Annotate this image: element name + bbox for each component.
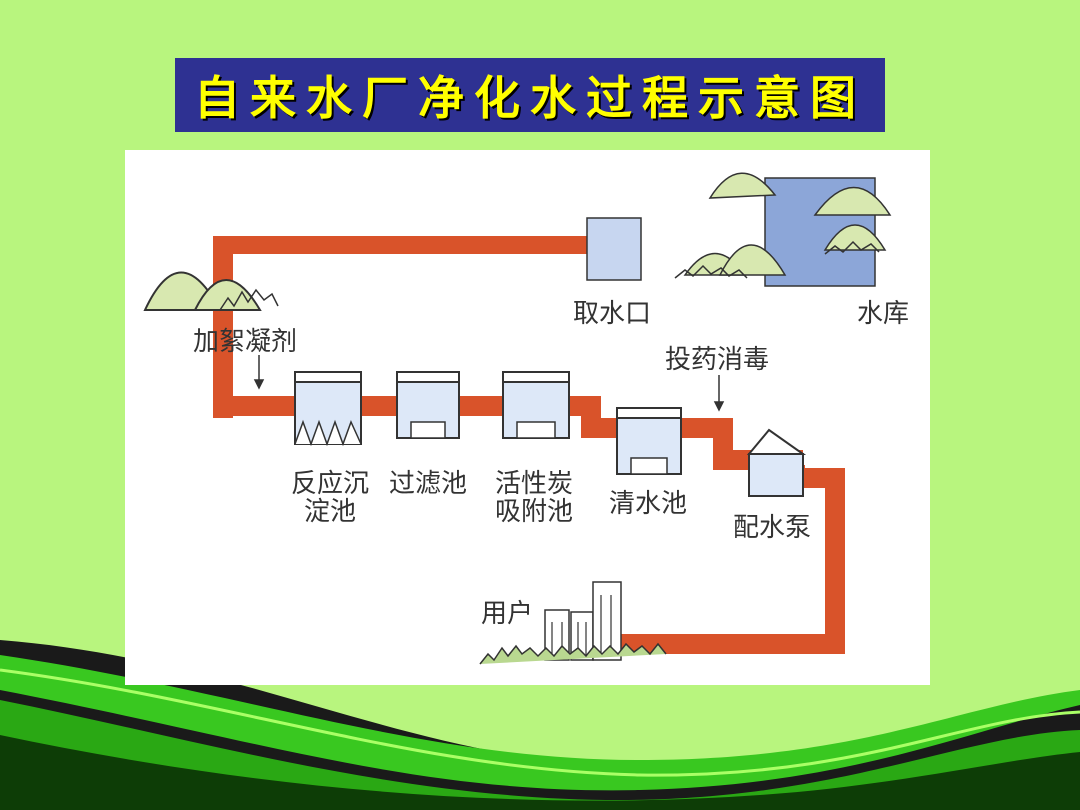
user-buildings <box>479 581 667 665</box>
label-users: 用户 <box>481 599 534 629</box>
page-title: 自来水厂净化水过程示意图 <box>194 71 866 125</box>
label-filter: 过滤池 <box>389 469 468 499</box>
pump-house <box>746 428 807 497</box>
sedimentation-tank <box>294 371 362 447</box>
diagram-panel: 取水口 水库 加絮凝剂 投药消毒 反应沉 淀池 过滤池 活性炭 吸附池 清水池 … <box>125 150 930 685</box>
clear-water-tank <box>616 407 682 475</box>
filter-tank <box>396 371 460 439</box>
reservoir-graphic <box>674 172 892 287</box>
label-sedimentation-line2: 淀池 <box>304 497 357 527</box>
intake-box <box>586 217 642 281</box>
pipe-top <box>213 236 591 254</box>
label-pump: 配水泵 <box>733 513 812 543</box>
arrows <box>253 355 725 412</box>
label-reservoir: 水库 <box>857 299 910 329</box>
label-sedimentation: 反应沉 淀池 <box>291 470 369 526</box>
label-carbon-line2: 吸附池 <box>495 497 574 527</box>
label-clear-tank: 清水池 <box>609 489 688 519</box>
title-bar: 自来水厂净化水过程示意图 <box>175 58 885 132</box>
label-disinfect: 投药消毒 <box>665 345 770 375</box>
carbon-tank <box>502 371 570 439</box>
pipe-bottom <box>615 634 845 654</box>
label-carbon-line1: 活性炭 <box>495 469 574 499</box>
left-hills <box>143 271 279 311</box>
label-carbon: 活性炭 吸附池 <box>495 470 573 526</box>
pipe-far-right <box>825 468 845 654</box>
diagram-artwork <box>143 172 892 665</box>
label-coagulant: 加絮凝剂 <box>193 327 298 357</box>
label-sedimentation-line1: 反应沉 <box>291 469 370 499</box>
label-intake: 取水口 <box>573 299 652 329</box>
